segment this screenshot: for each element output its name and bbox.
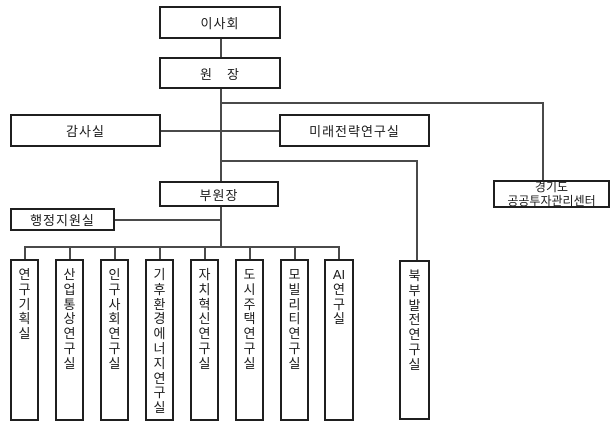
connector-north-horizontal bbox=[220, 160, 417, 162]
connector-drop-dept-7 bbox=[338, 246, 340, 259]
node-dept-ai: AI 연 구 실 bbox=[324, 259, 354, 421]
node-dept-autonomy-innovation-label: 자 치 혁 신 연 구 실 bbox=[198, 267, 211, 371]
node-dept-climate-energy: 기 후 환 경 에 너 지 연 구 실 bbox=[145, 259, 174, 421]
node-dept-northern-development: 북 부 발 전 연 구 실 bbox=[399, 260, 430, 420]
node-president-label: 원 장 bbox=[200, 66, 240, 82]
node-dept-population-society-label: 인 구 사 회 연 구 실 bbox=[108, 267, 121, 371]
connector-gyeonggi-horizontal bbox=[220, 102, 543, 104]
connector-vice-distributor bbox=[220, 207, 222, 247]
connector-audit-future bbox=[161, 130, 279, 132]
node-admin-support-label: 행정지원실 bbox=[30, 213, 95, 228]
connector-departments-distributor bbox=[24, 246, 339, 248]
node-dept-ai-label: AI 연 구 실 bbox=[332, 267, 346, 327]
node-board-label: 이사회 bbox=[200, 16, 240, 31]
node-dept-northern-development-label: 북 부 발 전 연 구 실 bbox=[408, 268, 421, 372]
connector-drop-dept-2 bbox=[114, 246, 116, 259]
node-board-of-directors: 이사회 bbox=[159, 6, 281, 39]
node-dept-industry-trade-label: 산 업 통 상 연 구 실 bbox=[63, 267, 76, 371]
node-dept-urban-housing: 도 시 주 택 연 구 실 bbox=[235, 259, 264, 421]
connector-drop-dept-4 bbox=[204, 246, 206, 259]
connector-drop-dept-0 bbox=[24, 246, 26, 259]
node-dept-autonomy-innovation: 자 치 혁 신 연 구 실 bbox=[190, 259, 219, 421]
connector-drop-dept-6 bbox=[294, 246, 296, 259]
node-vice-president-label: 부원장 bbox=[199, 187, 239, 203]
node-dept-climate-energy-label: 기 후 환 경 에 너 지 연 구 실 bbox=[153, 267, 166, 416]
node-dept-industry-trade: 산 업 통 상 연 구 실 bbox=[55, 259, 84, 421]
connector-drop-dept-3 bbox=[159, 246, 161, 259]
connector-drop-dept-5 bbox=[249, 246, 251, 259]
node-vice-president: 부원장 bbox=[159, 181, 279, 207]
node-dept-mobility-label: 모 빌 리 티 연 구 실 bbox=[288, 267, 301, 371]
connector-drop-dept-1 bbox=[69, 246, 71, 259]
connector-board-president bbox=[220, 39, 222, 58]
node-admin-support-office: 행정지원실 bbox=[10, 208, 115, 231]
node-dept-mobility: 모 빌 리 티 연 구 실 bbox=[280, 259, 309, 421]
node-dept-population-society: 인 구 사 회 연 구 실 bbox=[100, 259, 129, 421]
connector-admin-trunk bbox=[115, 219, 221, 221]
connector-north-vertical bbox=[416, 160, 418, 260]
node-gyeonggi-center-label: 경기도 공공투자관리센터 bbox=[507, 179, 596, 208]
node-gyeonggi-public-investment-center: 경기도 공공투자관리센터 bbox=[493, 180, 610, 208]
node-future-strategy-office: 미래전략연구실 bbox=[279, 114, 430, 147]
node-president: 원 장 bbox=[159, 57, 281, 89]
node-audit-office: 감사실 bbox=[10, 114, 161, 147]
node-dept-urban-housing-label: 도 시 주 택 연 구 실 bbox=[243, 267, 256, 371]
node-future-strategy-label: 미래전략연구실 bbox=[309, 124, 400, 139]
node-audit-label: 감사실 bbox=[66, 124, 105, 139]
node-dept-research-planning: 연 구 기 획 실 bbox=[10, 259, 39, 421]
connector-president-vice-trunk bbox=[220, 89, 222, 181]
node-dept-research-planning-label: 연 구 기 획 실 bbox=[18, 267, 31, 342]
connector-gyeonggi-vertical bbox=[542, 102, 544, 180]
